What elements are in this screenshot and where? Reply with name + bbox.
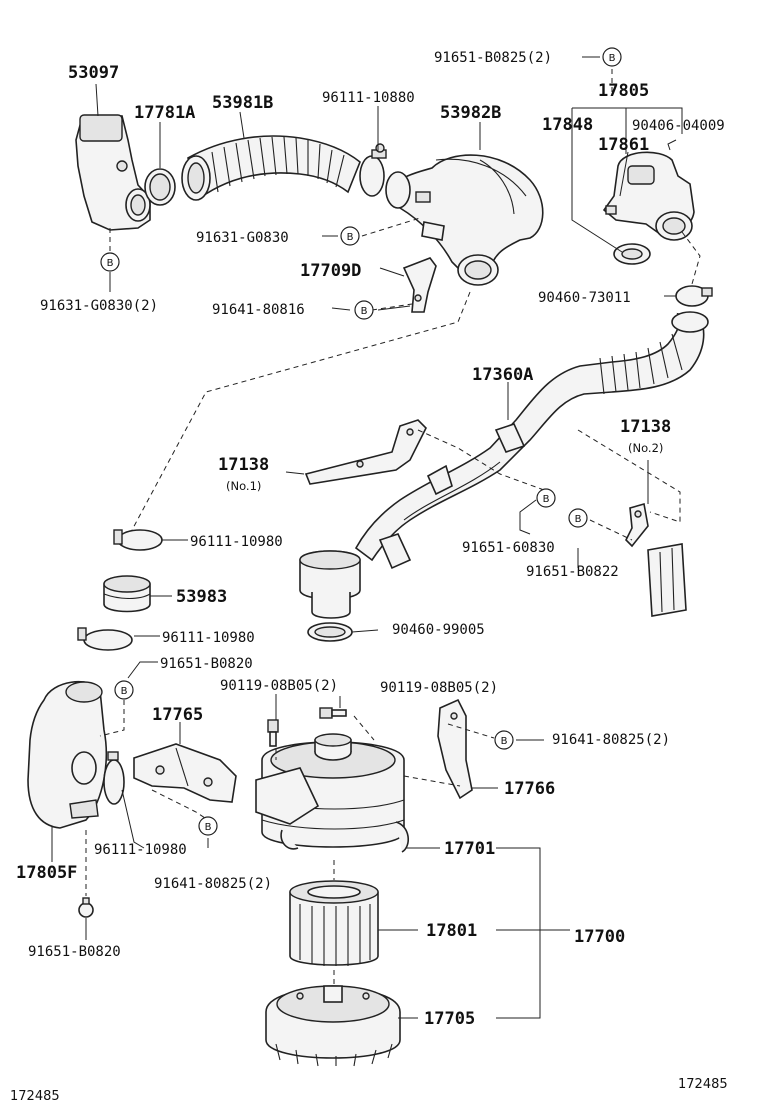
- bolt-91651-b0820: [78, 897, 94, 918]
- callout-17138-no1: 17138: [218, 455, 269, 475]
- air-flow-meter-53097: [75, 114, 151, 231]
- callout-91631-g0830: 91631-G0830: [196, 230, 289, 246]
- callout-17805f: 17805F: [16, 863, 77, 883]
- callout-91651-b0820-b: 91651-B0820: [28, 944, 121, 960]
- callout-17801: 17801: [426, 921, 477, 941]
- svg-text:B: B: [575, 514, 582, 525]
- air-cleaner-case-17701: [255, 733, 409, 853]
- svg-text:B: B: [347, 232, 354, 243]
- callout-17766: 17766: [504, 779, 555, 799]
- svg-text:B: B: [501, 736, 508, 747]
- callout-91651-60830: 91651-60830: [462, 540, 555, 556]
- callout-96111-10880: 96111-10880: [322, 90, 415, 106]
- b-marker: B: [198, 816, 218, 836]
- leader-lines: [51, 56, 683, 1019]
- note-no1: (No.1): [226, 479, 261, 493]
- callout-91641-80825-l: 91641-80825(2): [154, 876, 272, 892]
- note-no2: (No.2): [628, 441, 663, 455]
- callout-90460-73011: 90460-73011: [538, 290, 631, 306]
- bracket-17709d: [402, 221, 445, 313]
- callout-53981b: 53981B: [212, 93, 273, 113]
- callout-17360a: 17360A: [472, 365, 533, 385]
- svg-text:B: B: [205, 822, 212, 833]
- housing-17861: [602, 139, 695, 241]
- b-marker: B: [536, 488, 556, 508]
- clamp-96111-10980-duct: [103, 751, 125, 805]
- b-marker: B: [602, 47, 622, 67]
- callout-17861: 17861: [598, 135, 649, 155]
- b-marker: B: [568, 508, 588, 528]
- callout-53983: 53983: [176, 587, 227, 607]
- bracket-17766: [437, 698, 473, 800]
- clamp-90460-73011: [675, 285, 713, 307]
- callout-53982b: 53982B: [440, 103, 501, 123]
- callout-90119-08b05-a: 90119-08B05(2): [220, 678, 338, 694]
- callout-96111-10980-b: 96111-10980: [162, 630, 255, 646]
- body-panel: [647, 543, 687, 617]
- clamp-96111-10980-upper: [113, 529, 163, 551]
- bolt-90119-a: [267, 719, 279, 747]
- callout-17805: 17805: [598, 81, 649, 101]
- illustration-number-left: 172485: [10, 1089, 60, 1104]
- callout-17138-no2: 17138: [620, 417, 671, 437]
- hose-53983: [103, 575, 151, 613]
- b-marker: B: [340, 226, 360, 246]
- callout-17701: 17701: [444, 839, 495, 859]
- filter-element-17801: [289, 880, 379, 966]
- callout-17709d: 17709D: [300, 261, 361, 281]
- callout-91641-80825-r: 91641-80825(2): [552, 732, 670, 748]
- clamp-96111-10880: [359, 143, 387, 197]
- ring-17781a: [144, 168, 176, 206]
- assembly-lines: [85, 60, 701, 986]
- callout-17700: 17700: [574, 927, 625, 947]
- callout-91651-b0822: 91651-B0822: [526, 564, 619, 580]
- hose-53981b: [181, 135, 361, 201]
- b-marker: B: [494, 730, 514, 750]
- callout-labels: 53097 17781A 53981B 96111-10880 53982B 9…: [16, 50, 725, 1029]
- clamp-90460-99005: [307, 622, 353, 642]
- b-marker: B: [114, 680, 134, 700]
- callout-96111-10980-c: 96111-10980: [94, 842, 187, 858]
- clamp-96111-10980-lower: [77, 627, 133, 651]
- lower-case-17705: [265, 985, 401, 1067]
- bolt-91651-b0825: [605, 205, 617, 215]
- callout-91651-b0820-a: 91651-B0820: [160, 656, 253, 672]
- callout-96111-10980-a: 96111-10980: [190, 534, 283, 550]
- svg-text:B: B: [121, 686, 128, 697]
- callout-91651-b0825: 91651-B0825(2): [434, 50, 552, 66]
- bracket-17765: [133, 743, 237, 803]
- b-markers: B B B B B B B B B: [100, 47, 622, 836]
- bracket-17138-no1: [304, 419, 427, 485]
- duct-53982b: [385, 154, 544, 286]
- callout-17705: 17705: [424, 1009, 475, 1029]
- callout-90460-99005: 90460-99005: [392, 622, 485, 638]
- b-marker: B: [100, 252, 120, 272]
- b-marker: B: [354, 300, 374, 320]
- callout-53097: 53097: [68, 63, 119, 83]
- callout-91641-80816: 91641-80816: [212, 302, 305, 318]
- callout-90406-04009: 90406-04009: [632, 118, 725, 134]
- svg-text:B: B: [361, 306, 368, 317]
- svg-text:B: B: [107, 258, 114, 269]
- pipe-17360a: [354, 311, 709, 570]
- callout-17781a: 17781A: [134, 103, 195, 123]
- callout-17848: 17848: [542, 115, 593, 135]
- svg-text:B: B: [609, 53, 616, 64]
- bracket-17138-no2: [625, 502, 649, 548]
- callout-91631-g0830-2: 91631-G0830(2): [40, 298, 158, 314]
- bolt-90119-b: [319, 707, 347, 719]
- resonator: [299, 550, 361, 619]
- callout-17765: 17765: [152, 705, 203, 725]
- gasket-17848: [613, 243, 651, 265]
- svg-text:B: B: [543, 494, 550, 505]
- duct-17805f: [27, 681, 107, 829]
- illustration-number-right: 172485: [678, 1077, 728, 1092]
- callout-90119-08b05-b: 90119-08B05(2): [380, 680, 498, 696]
